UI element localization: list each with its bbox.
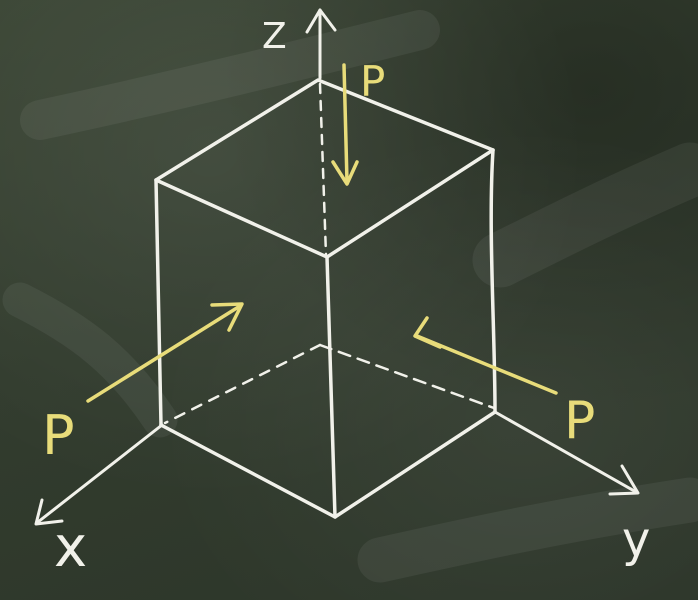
cube-edge-left bbox=[154, 178, 163, 427]
force-arrow-top bbox=[331, 63, 359, 186]
cube-top-face bbox=[154, 78, 495, 259]
eraser-smears bbox=[2, 10, 698, 583]
x-axis-label: x bbox=[54, 515, 87, 580]
cube bbox=[154, 78, 497, 519]
force-label-left: P bbox=[42, 404, 75, 467]
force-arrow-right bbox=[413, 316, 558, 395]
cube-edge-right bbox=[489, 148, 497, 414]
force-arrow-left bbox=[86, 302, 244, 403]
force-label-top: P bbox=[360, 57, 385, 106]
force-label-right: P bbox=[564, 391, 595, 451]
y-axis-label: y bbox=[622, 512, 650, 568]
x-axis bbox=[34, 423, 164, 526]
z-axis bbox=[305, 8, 337, 80]
cube-edge-front bbox=[325, 255, 337, 519]
y-axis bbox=[493, 410, 640, 496]
hidden-edges bbox=[163, 82, 496, 425]
cube-bottom-edges bbox=[159, 410, 497, 519]
z-axis-label: Z bbox=[262, 16, 287, 57]
